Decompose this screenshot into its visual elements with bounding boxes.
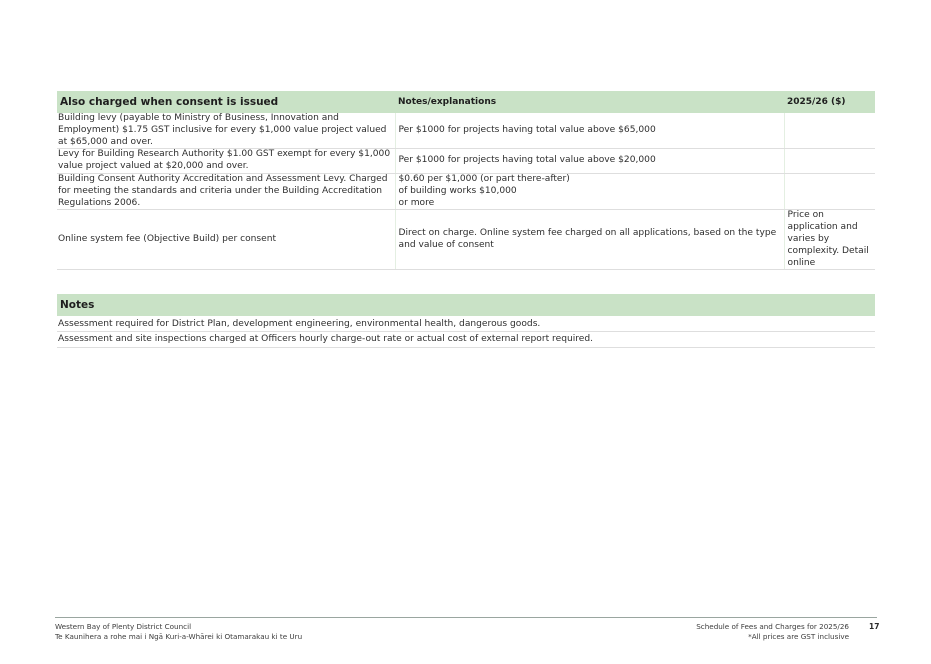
footer-org-name: Western Bay of Plenty District Council	[55, 622, 192, 631]
table-row: Building Consent Authority Accreditation…	[57, 173, 875, 211]
cell-item: Online system fee (Objective Build) per …	[57, 209, 395, 271]
cell-notes: Direct on charge. Online system fee char…	[394, 209, 784, 271]
fees-table-header-row: Also charged when consent is issued Note…	[57, 91, 875, 113]
column-header-price: 2025/26 ($)	[784, 91, 875, 113]
cell-notes: $0.60 per $1,000 (or part there-after) o…	[394, 173, 784, 211]
cell-item: Building Consent Authority Accreditation…	[57, 173, 395, 211]
cell-item: Levy for Building Research Authority $1.…	[57, 148, 395, 174]
table-row: Building levy (payable to Ministry of Bu…	[57, 113, 875, 150]
notes-table: Notes Assessment required for District P…	[57, 294, 875, 348]
cell-price	[783, 113, 875, 150]
cell-notes: Per $1000 for projects having total valu…	[394, 148, 784, 174]
footer-org-name-maori: Te Kaunihera a rohe mai i Ngā Kuri-a-Whā…	[55, 631, 303, 641]
notes-header: Notes	[57, 294, 875, 316]
notes-row: Assessment required for District Plan, d…	[57, 316, 875, 332]
page-number: 17	[869, 622, 880, 631]
column-header-notes: Notes/explanations	[395, 91, 784, 113]
notes-row: Assessment and site inspections charged …	[57, 331, 875, 348]
cell-item: Building levy (payable to Ministry of Bu…	[57, 113, 395, 150]
note-text: Assessment required for District Plan, d…	[57, 316, 875, 332]
footer-document-title: Schedule of Fees and Charges for 2025/26	[696, 622, 849, 631]
notes-table-header-row: Notes	[57, 294, 875, 316]
footer-gst-note: *All prices are GST inclusive	[748, 631, 849, 641]
cell-price: Price on application and varies by compl…	[783, 209, 875, 271]
cell-notes: Per $1000 for projects having total valu…	[394, 113, 784, 150]
cell-price	[783, 148, 875, 174]
note-text: Assessment and site inspections charged …	[57, 331, 875, 348]
table-row: Online system fee (Objective Build) per …	[57, 209, 875, 271]
footer-organisation: Western Bay of Plenty District Council T…	[55, 622, 302, 641]
cell-price	[783, 173, 875, 211]
footer-document-info: Schedule of Fees and Charges for 2025/26…	[696, 622, 849, 641]
column-header-item: Also charged when consent is issued	[57, 91, 395, 113]
footer-divider	[55, 617, 877, 618]
table-row: Levy for Building Research Authority $1.…	[57, 148, 875, 174]
fees-table: Also charged when consent is issued Note…	[57, 91, 875, 271]
